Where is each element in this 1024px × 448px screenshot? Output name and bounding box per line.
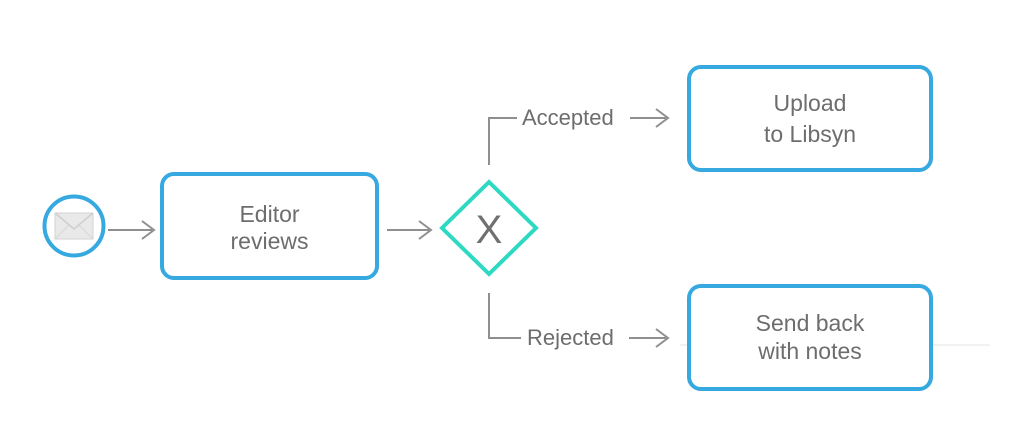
- flow-accepted[interactable]: Accepted: [488, 105, 670, 165]
- task-editor-reviews-line1: Editor: [239, 201, 299, 227]
- task-upload-line1: Upload: [774, 90, 847, 116]
- start-event[interactable]: [42, 194, 106, 258]
- task-editor-reviews-line2: reviews: [231, 228, 309, 254]
- arrow-editor-to-gateway: [387, 220, 433, 240]
- envelope-icon: [54, 212, 94, 240]
- gateway-x-symbol: X: [476, 208, 503, 252]
- arrow-start-to-editor: [108, 220, 156, 240]
- task-editor-reviews[interactable]: Editor reviews: [160, 172, 379, 280]
- flow-accepted-label: Accepted: [522, 105, 614, 130]
- task-send-back-line2: with notes: [757, 338, 862, 364]
- task-upload-to-libsyn[interactable]: Upload to Libsyn: [687, 65, 933, 172]
- exclusive-gateway[interactable]: X: [439, 179, 539, 277]
- gateway-diamond: [439, 179, 539, 277]
- task-send-back-with-notes[interactable]: Send back with notes: [687, 284, 933, 391]
- task-upload-line2: to Libsyn: [764, 121, 856, 147]
- flow-rejected-label: Rejected: [527, 325, 614, 350]
- flow-rejected[interactable]: Rejected: [488, 293, 670, 350]
- task-send-back-line1: Send back: [756, 310, 865, 336]
